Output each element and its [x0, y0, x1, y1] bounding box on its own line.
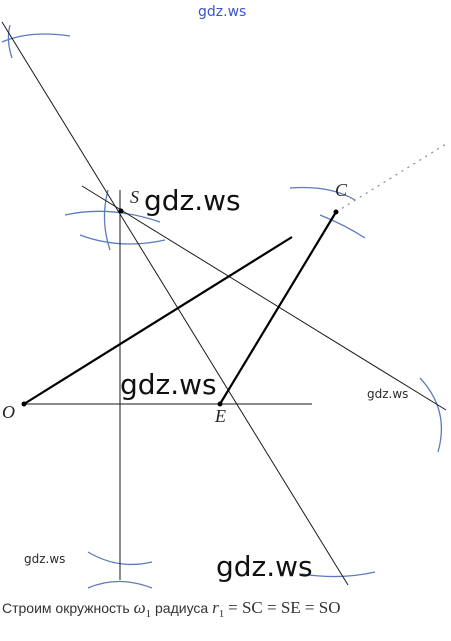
caption-text-before: Строим окружность: [2, 600, 130, 616]
arc-s-vertical: [103, 189, 111, 251]
omega-symbol: ω: [133, 598, 146, 617]
radius-formula: = SC = SE = SO: [228, 598, 341, 617]
segment-ec: [219, 211, 337, 405]
watermark-s: gdz.ws: [144, 184, 241, 217]
compass-arcs: [1, 24, 443, 589]
construction-caption: Строим окружность ω1 радиуса r1 = SC = S…: [2, 598, 341, 620]
construction-lines: [1, 21, 447, 586]
watermark-small-right: gdz.ws: [367, 387, 408, 401]
omega-subscript: 1: [145, 608, 152, 620]
arc-bottom-upper: [87, 551, 153, 566]
watermark-top: gdz.ws: [198, 4, 246, 20]
arc-s-upper: [64, 210, 161, 223]
points: [21, 208, 339, 407]
dotted-extension: [335, 143, 447, 213]
label-e: E: [214, 406, 226, 426]
arc-bottom-right: [301, 571, 376, 578]
watermark-bottom: gdz.ws: [216, 550, 313, 583]
ray-from-o: [23, 236, 293, 405]
thick-segments: [23, 211, 337, 405]
caption-text-mid: радиуса: [155, 600, 209, 616]
label-s: S: [130, 187, 139, 207]
watermark-middle: gdz.ws: [120, 368, 217, 401]
radius-subscript: 1: [218, 608, 225, 620]
point-o: [21, 401, 27, 407]
arc-bottom-lower: [87, 580, 153, 589]
arc-c-upper: [289, 186, 356, 201]
label-c: C: [335, 180, 348, 200]
point-e: [217, 401, 223, 407]
point-s: [118, 208, 124, 214]
arc-right: [419, 377, 443, 453]
label-o: O: [2, 402, 15, 422]
cross-diagonal-line: [81, 185, 447, 411]
arc-top-left: [1, 33, 71, 43]
radius-symbol: r: [212, 598, 219, 617]
watermark-small-left: gdz.ws: [24, 552, 65, 566]
point-c: [333, 209, 339, 215]
arc-c-lower: [319, 214, 366, 239]
long-diagonal-line: [1, 21, 349, 586]
arc-s-lower: [79, 234, 166, 245]
arc-top-left-small: [7, 24, 13, 59]
